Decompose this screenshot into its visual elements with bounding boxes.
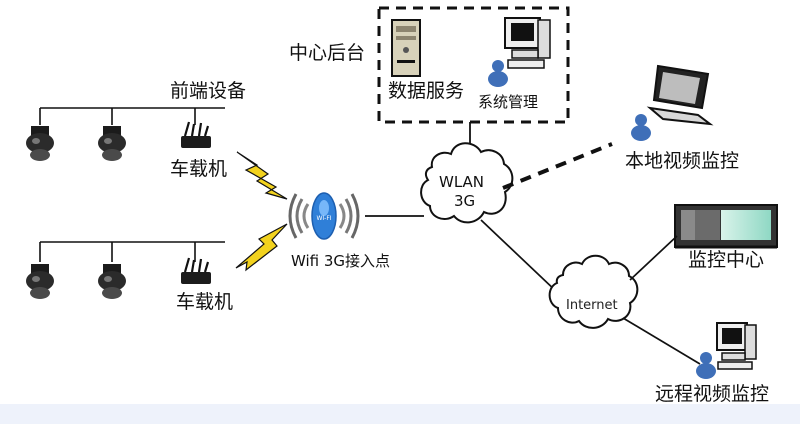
- link-internet-monitoring-center: [629, 235, 678, 281]
- link-internet-remote-monitoring: [622, 317, 701, 365]
- front-end-bus-top: [39, 107, 225, 125]
- camera-icon: [98, 126, 126, 161]
- local-video-monitoring-label: 本地视频监控: [625, 150, 740, 172]
- internet-cloud: [548, 254, 639, 329]
- server-icon: [391, 19, 421, 77]
- link-wlan-internet: [480, 219, 559, 294]
- wifi-ap-icon: WI-FI: [288, 192, 360, 240]
- camera-icon: [26, 264, 54, 299]
- computer-icon: [504, 17, 551, 69]
- ap-badge-text: WI-FI: [316, 215, 331, 222]
- cloud-3g-label: 3G: [454, 192, 476, 210]
- vehicle-unit-bottom-label: 车载机: [176, 291, 234, 313]
- remote-video-monitoring-label: 远程视频监控: [655, 383, 770, 405]
- monitor-panel-icon: [674, 204, 778, 249]
- system-management-label: 系统管理: [478, 93, 539, 111]
- wlan-cloud: [420, 142, 514, 224]
- monitoring-center-label: 监控中心: [688, 249, 765, 271]
- person-icon: [488, 60, 508, 87]
- computer-icon: [716, 322, 757, 370]
- antenna-icon: [181, 257, 211, 284]
- central-backend-box: [377, 6, 570, 124]
- central-backend-label: 中心后台: [289, 42, 366, 64]
- lightning-icon: [235, 223, 288, 272]
- antenna-icon: [181, 121, 211, 148]
- camera-icon: [26, 126, 54, 161]
- wlan-cloud-label: WLAN: [439, 173, 485, 191]
- person-icon: [631, 114, 651, 141]
- vehicle-unit-top-label: 车载机: [170, 158, 228, 180]
- wifi-access-point-label: Wifi 3G接入点: [291, 252, 391, 270]
- laptop-icon: [646, 64, 714, 126]
- link-wlan-local-monitoring: [502, 142, 613, 190]
- front-end-devices-label: 前端设备: [170, 80, 247, 102]
- data-service-label: 数据服务: [388, 80, 465, 102]
- lightning-icon: [236, 151, 288, 200]
- camera-icon: [98, 264, 126, 299]
- person-icon: [696, 352, 716, 379]
- internet-cloud-label: Internet: [566, 298, 618, 313]
- front-end-bus-bottom: [39, 241, 225, 262]
